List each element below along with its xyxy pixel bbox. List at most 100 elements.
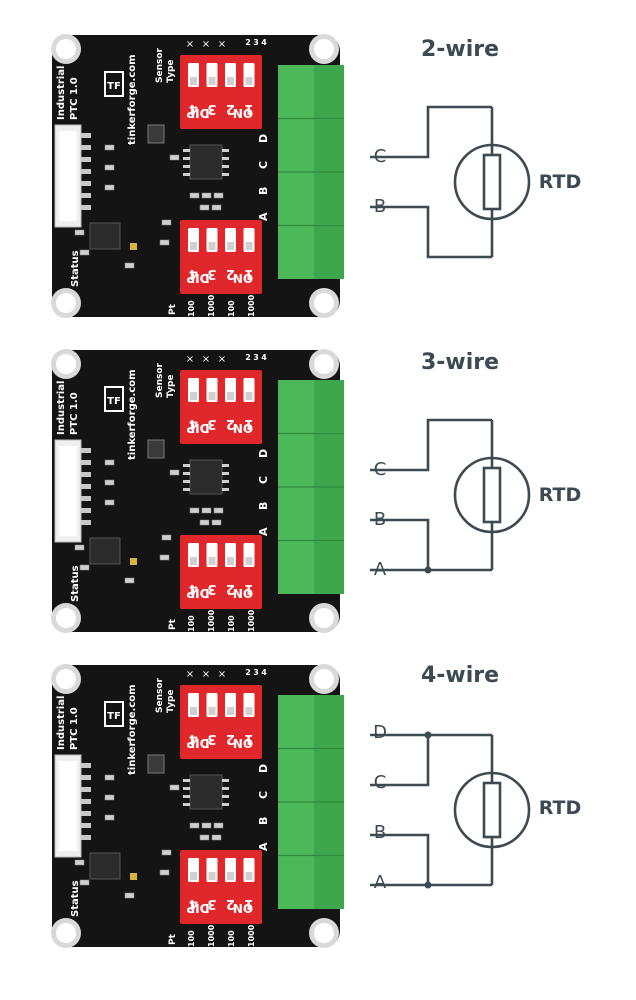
sensor-type-label-line2: Type (166, 375, 176, 398)
header-number: 2 (245, 38, 251, 47)
tf-logo: TF (107, 711, 121, 722)
dip-switch-number: 3 (207, 416, 216, 431)
sensor-type-label-line1: Sensor (155, 47, 165, 83)
dip-switch-number: 1 (244, 416, 253, 431)
dip-switch-number: 2 (226, 266, 235, 281)
dip-label: DIP (186, 421, 209, 435)
sensor-type-label-line1: Sensor (155, 362, 165, 398)
wire-b (370, 833, 430, 885)
pt-value: 100 (227, 930, 236, 947)
dip-switch-number: 1 (244, 581, 253, 596)
product-label-line2: PTC 1.0 (69, 77, 80, 120)
schematic-title: 3-wire (421, 350, 499, 375)
on-label: ON (233, 106, 253, 120)
dip-toggle-knob (245, 242, 253, 250)
dip-toggle-knob (208, 707, 216, 715)
ic-pin (183, 795, 190, 798)
connector-pin (81, 460, 91, 465)
ic-small (147, 754, 165, 774)
header-number: 2 (245, 668, 251, 677)
pin-label-b: B (257, 187, 270, 195)
dip-switch-number: 3 (207, 731, 216, 746)
ic-pin (222, 488, 229, 491)
dip-toggle-knob (190, 77, 197, 85)
schematic-title: 2-wire (421, 37, 499, 62)
pin-label-c: C (257, 476, 270, 484)
ic-pin (183, 165, 190, 168)
smd-component (124, 577, 135, 584)
pt-value: 100 (227, 615, 236, 632)
product-label-line1: Industrial (56, 696, 67, 750)
ic-pin (183, 157, 190, 160)
connector-pin (81, 508, 91, 513)
pt-value: 100 (187, 930, 196, 947)
smd-component (159, 869, 170, 876)
dip-toggle-knob (227, 707, 234, 715)
smd-component (213, 822, 224, 829)
terminal-label-d: D (373, 722, 387, 743)
pt-value: 100 (227, 300, 236, 317)
mounting-hole (56, 354, 76, 374)
connector-pin (81, 520, 91, 525)
rtd-label: RTD (539, 171, 582, 193)
ic-chip (89, 852, 121, 880)
mounting-hole (314, 354, 334, 374)
dip-toggle-knob (208, 242, 216, 250)
tf-logo-box (104, 701, 124, 727)
smd-component (104, 164, 115, 171)
schematic-title: 4-wire (421, 663, 499, 688)
sensor-type-label-line2: Type (166, 690, 176, 713)
wiring-schematic: 2-wire RTD C B (370, 37, 582, 259)
header-number: 3 (253, 353, 259, 362)
dip-label: DIP (186, 586, 209, 600)
wire-c (370, 418, 492, 472)
product-label-line1: Industrial (56, 381, 67, 435)
ic-pin (222, 787, 229, 790)
header-cross: × (186, 669, 194, 680)
dip-switch-body (180, 685, 262, 759)
smd-component (213, 507, 224, 514)
header-cross: × (202, 669, 210, 680)
connector-pin (81, 835, 91, 840)
wire-b (370, 205, 492, 259)
smd-component (74, 544, 85, 551)
smd-component (189, 192, 200, 199)
pin-label-a: A (257, 212, 270, 221)
pin-label-a: A (257, 842, 270, 851)
sensor-type-label-line1: Sensor (155, 677, 165, 713)
junction-dot (424, 731, 432, 739)
smd-component (201, 507, 212, 514)
dip-switch-body (180, 370, 262, 444)
smd-component (189, 822, 200, 829)
ic-chip (89, 222, 121, 250)
pt-label: Pt (168, 933, 178, 945)
ic-pin (222, 464, 229, 467)
resistor-symbol (482, 466, 502, 524)
rtd-label: RTD (539, 797, 582, 819)
ic-pin (222, 472, 229, 475)
ic-pin (222, 165, 229, 168)
smd-component (213, 192, 224, 199)
dip-switch-number: 2 (226, 416, 235, 431)
pt-value: 100 (187, 300, 196, 317)
junction-dot (424, 881, 432, 889)
brand-url: tinkerforge.com (127, 369, 138, 460)
smd-component (79, 879, 90, 886)
smd-component (211, 204, 222, 211)
smd-component (74, 859, 85, 866)
ic-pin (222, 779, 229, 782)
dip-switch-number: 1 (244, 896, 253, 911)
dip-toggle-knob (208, 872, 216, 880)
smd-component (79, 564, 90, 571)
connector-pin (81, 157, 91, 162)
dip-switch-number: 2 (226, 581, 235, 596)
ic-pin (183, 464, 190, 467)
connector-inner (59, 446, 77, 536)
smd-component (104, 814, 115, 821)
dip-switch-body (180, 850, 262, 924)
